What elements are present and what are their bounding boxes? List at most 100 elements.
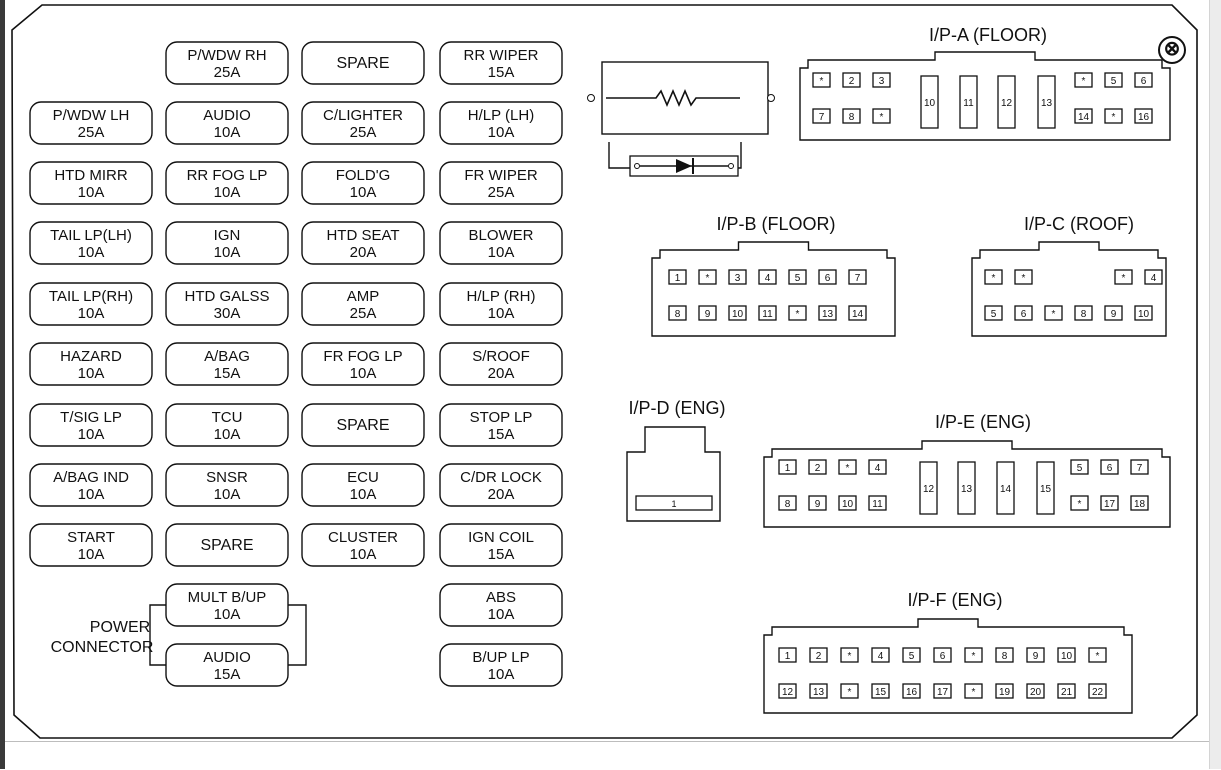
fuse-rating: 20A — [488, 486, 515, 503]
pin-label: 9 — [815, 499, 821, 510]
fuse-outline — [439, 463, 563, 507]
pin-label: 1 — [675, 273, 681, 284]
fuse-label: B/UP LP — [472, 649, 529, 666]
fuse-outline — [165, 403, 289, 447]
pin-label: * — [848, 687, 852, 698]
pin-label: * — [1078, 499, 1082, 510]
bottom-strip — [5, 741, 1209, 770]
fuse-outline — [439, 523, 563, 567]
fuse-rating: 10A — [488, 606, 515, 623]
resistor-symbol — [606, 88, 740, 108]
pin-terminal — [933, 647, 952, 663]
fuse-rating: 15A — [214, 666, 241, 683]
pin-label: 15 — [1040, 484, 1052, 495]
fuse-outline — [301, 463, 425, 507]
pin-terminal — [1100, 495, 1119, 511]
terminal-dot — [587, 94, 595, 102]
pin-label: 16 — [1138, 112, 1150, 123]
close-icon[interactable]: ⊗ — [1158, 36, 1186, 64]
fuse-rating: 10A — [78, 426, 105, 443]
fuse-rating: 10A — [78, 305, 105, 322]
terminal-dot — [634, 163, 640, 169]
scrollbar[interactable] — [1209, 0, 1221, 769]
pin-label: 4 — [765, 273, 771, 284]
pin-label: 5 — [1111, 76, 1117, 87]
pin-terminal — [812, 108, 831, 124]
fuse-outline — [439, 41, 563, 85]
power-connector-label: CONNECTOR — [51, 639, 154, 656]
fuse-rating: 25A — [214, 64, 241, 81]
pin-label: 5 — [991, 309, 997, 320]
pin-label: * — [820, 76, 824, 87]
power-connector-label: POWER — [90, 619, 150, 636]
pin-label: 5 — [909, 651, 915, 662]
pin-label: 4 — [875, 463, 881, 474]
pin-label: * — [846, 463, 850, 474]
connector-housing — [799, 51, 1171, 141]
pin-terminal-large — [996, 461, 1015, 515]
pin-label: 1 — [785, 463, 791, 474]
fuse-outline — [301, 221, 425, 265]
connector-title: I/P-B (FLOOR) — [716, 214, 835, 234]
pin-label: 13 — [822, 309, 834, 320]
fuse-label: AUDIO — [203, 107, 251, 124]
fuse-label: FR FOG LP — [323, 348, 402, 365]
pin-terminal — [984, 305, 1003, 321]
pin-label: * — [880, 112, 884, 123]
fuse-rating: 10A — [214, 124, 241, 141]
pin-label: 10 — [1061, 651, 1073, 662]
pin-terminal — [984, 269, 1003, 285]
fuse-label: SPARE — [336, 55, 389, 72]
fuse-rating: 15A — [488, 64, 515, 81]
pin-terminal — [778, 647, 797, 663]
pin-terminal — [1074, 305, 1093, 321]
fuse-outline — [29, 523, 153, 567]
fuse-label: SPARE — [336, 417, 389, 434]
pin-terminal — [1130, 495, 1149, 511]
fuse-outline — [29, 221, 153, 265]
pin-terminal — [818, 305, 837, 321]
pin-label: 8 — [675, 309, 681, 320]
pin-label: * — [1082, 76, 1086, 87]
fuse-label: P/WDW RH — [187, 47, 266, 64]
fuse-rating: 10A — [78, 546, 105, 563]
pin-label: * — [1052, 309, 1056, 320]
fuse-outline — [29, 282, 153, 326]
pin-label: 9 — [705, 309, 711, 320]
fuse-outline — [301, 523, 425, 567]
pin-terminal-large — [997, 75, 1016, 129]
pin-label: 11 — [872, 499, 883, 510]
pin-label: 8 — [1002, 651, 1008, 662]
fuse-label: H/LP (RH) — [467, 288, 536, 305]
fuse-label: C/LIGHTER — [323, 107, 403, 124]
pin-terminal — [964, 683, 983, 699]
pin-label: 3 — [879, 76, 885, 87]
fuse-outline — [439, 282, 563, 326]
pin-terminal — [1088, 683, 1107, 699]
pin-terminal-large — [957, 461, 976, 515]
pin-label: 7 — [855, 273, 861, 284]
pin-terminal — [808, 495, 827, 511]
pin-label: * — [1022, 273, 1026, 284]
pin-terminal — [868, 459, 887, 475]
pin-label: 18 — [1134, 499, 1146, 510]
terminal-dot — [767, 94, 775, 102]
fuse-outline — [301, 161, 425, 205]
pin-terminal — [838, 459, 857, 475]
pin-label: 10 — [1138, 309, 1150, 320]
pin-terminal-large — [959, 75, 978, 129]
pin-terminal-large — [919, 461, 938, 515]
fuse-label: FOLD'G — [336, 167, 391, 184]
